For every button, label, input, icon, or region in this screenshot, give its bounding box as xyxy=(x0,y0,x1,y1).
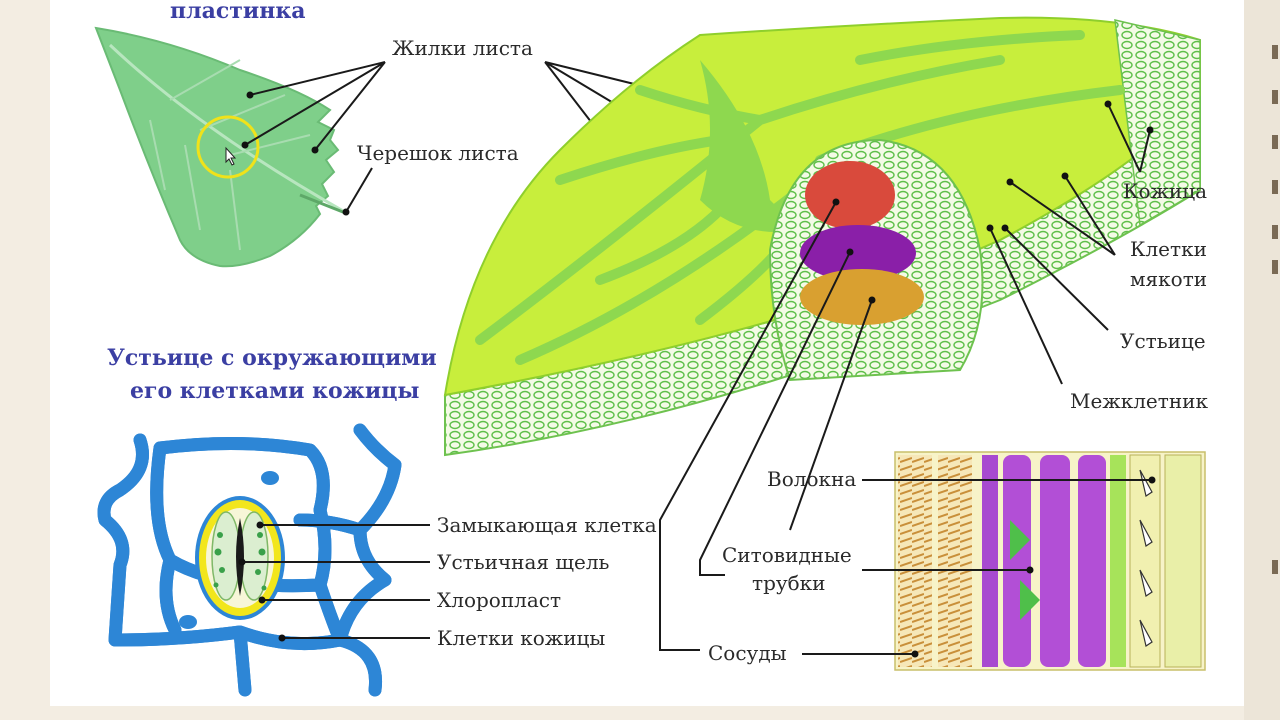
stoma-title-line-1: Устьице с окружающими xyxy=(107,345,437,371)
vessels-label-dot xyxy=(911,650,919,658)
stoma-diagram xyxy=(104,423,402,697)
cursor-highlight-ring xyxy=(196,115,260,179)
sieve-tubes-pointer xyxy=(699,251,851,576)
strip-mark xyxy=(1272,90,1278,104)
strip-mark xyxy=(1272,260,1278,274)
leaf-cross-section xyxy=(443,16,1201,457)
skin-pointer xyxy=(1107,103,1151,173)
stoma-label: Устьице xyxy=(1120,329,1206,353)
leaf-veins-label: Жилки листа xyxy=(392,36,533,60)
vessels-label: Сосуды xyxy=(708,641,787,665)
skin-label: Кожица xyxy=(1123,179,1207,203)
fibers-pointer-dot xyxy=(868,296,876,304)
chloroplast-pointer-dot xyxy=(258,596,266,604)
leaf-petiole xyxy=(299,193,349,216)
petiole-pointer-dot xyxy=(342,208,350,216)
leaf-midrib xyxy=(108,43,346,214)
chloroplast-label: Хлоропласт xyxy=(437,588,561,612)
leaf-side-veins xyxy=(149,59,311,251)
sieve-label-dot xyxy=(1026,566,1034,574)
strip-mark xyxy=(1272,180,1278,194)
guard-cell-pointer-dot xyxy=(256,521,264,529)
mouse-cursor-icon xyxy=(225,146,237,166)
petiole-pointer xyxy=(345,167,373,213)
pulp-cells-label-2: мякоти xyxy=(1130,267,1207,291)
xylem-bundle xyxy=(800,269,924,325)
vessels-pointer xyxy=(659,201,837,651)
pulp-cells-label-1: Клетки xyxy=(1130,237,1207,261)
pulp-cells-pointer xyxy=(1009,175,1116,256)
skin-pointer-dot xyxy=(1104,100,1112,108)
petiole-label: Черешок листа xyxy=(357,141,519,165)
skin-cells-pointer-dot xyxy=(278,634,286,642)
leaf-blade-title-fragment: пластинка xyxy=(170,0,305,24)
sieve-tube-bundle xyxy=(800,225,916,281)
sieve-tubes-label-2: трубки xyxy=(752,571,826,595)
sieve-tubes-label-1: Ситовидные xyxy=(722,543,852,567)
vascular-tissue-inset xyxy=(894,451,1206,671)
intercellular-label: Межклетник xyxy=(1070,389,1208,413)
skin-cells-label: Клетки кожицы xyxy=(437,626,605,650)
fibers-label-dot xyxy=(1148,476,1156,484)
pulp-pointer-dot xyxy=(1061,172,1069,180)
strip-mark xyxy=(1272,225,1278,239)
right-scroll-strip xyxy=(1244,0,1280,720)
stoma-pointer-dot xyxy=(1001,224,1009,232)
intercellular-pointer xyxy=(989,227,1063,385)
strip-mark xyxy=(1272,45,1278,59)
surface-veins xyxy=(475,30,1125,365)
stomatal-slit-pointer-dot xyxy=(238,558,246,566)
intercellular-pointer-dot xyxy=(986,224,994,232)
birch-leaf xyxy=(94,26,349,268)
guard-cell-label: Замыкающая клетка xyxy=(437,513,657,537)
main-vein xyxy=(700,60,800,232)
sieve-tubes-pointer-dot xyxy=(846,248,854,256)
pulp-pointer-dot xyxy=(1006,178,1014,186)
strip-mark xyxy=(1272,135,1278,149)
stoma-title-line-2: его клетками кожицы xyxy=(130,378,419,404)
vessels-pointer-dot xyxy=(832,198,840,206)
fibers-label: Волокна xyxy=(767,467,856,491)
fibers-pointer xyxy=(789,299,873,531)
leaf-edge-cells xyxy=(1114,19,1201,227)
strip-mark xyxy=(1272,560,1278,574)
stomatal-slit-label: Устьичная щель xyxy=(437,550,610,574)
stoma-pointer xyxy=(1004,227,1109,331)
skin-pointer-dot xyxy=(1146,126,1154,134)
phloem-bundle xyxy=(805,161,895,229)
